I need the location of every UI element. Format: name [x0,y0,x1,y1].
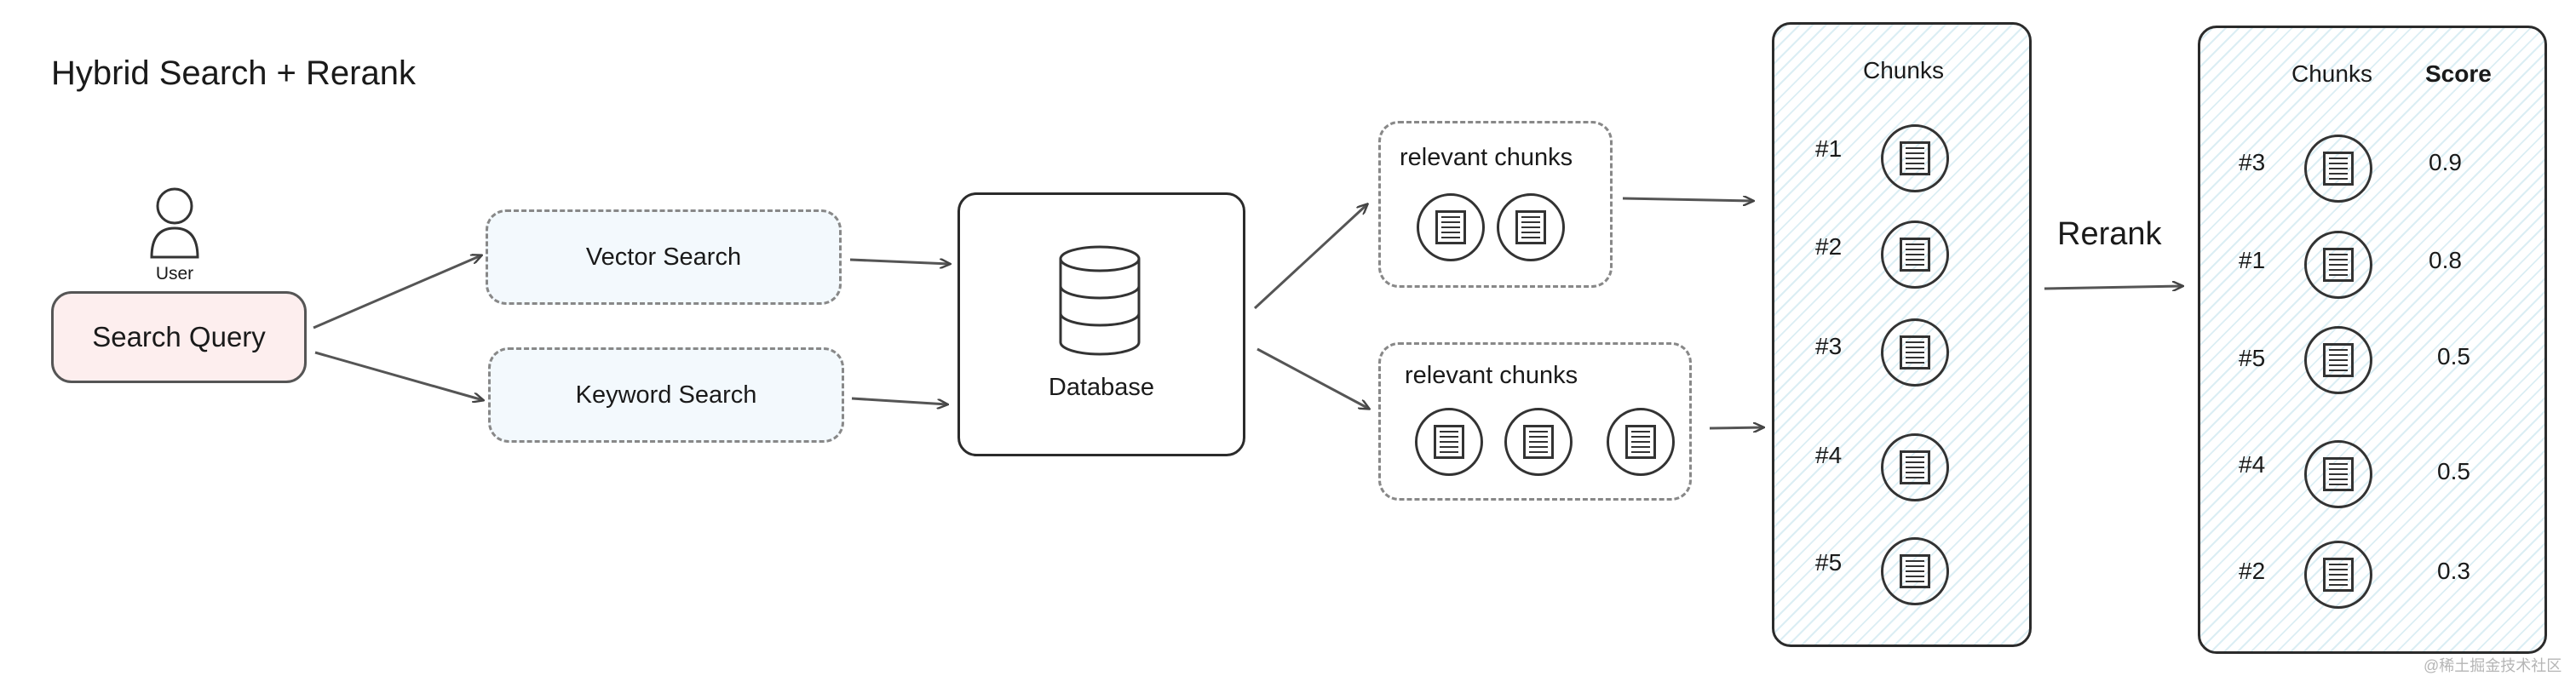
keyword-search-box: Keyword Search [488,347,844,443]
database-box: Database [957,192,1245,456]
document-icon [2323,558,2354,592]
ranked-score: 0.9 [2429,149,2462,175]
chunk-id: #1 [1815,135,1843,162]
chunk-id: #3 [1815,333,1843,359]
document-icon [1435,210,1466,244]
reranked-chunks-header: Chunks [2291,60,2372,87]
chunk-id: #5 [1815,549,1843,576]
chunk-circle [2304,326,2372,394]
chunk-circle [1607,408,1675,476]
chunk-circle [1415,408,1483,476]
document-icon [1625,425,1656,459]
relevant-chunks-bottom-label: relevant chunks [1405,362,1578,389]
arrow-keyword-to-db [851,397,947,404]
document-icon [1434,425,1464,459]
chunks-header: Chunks [1863,57,1944,83]
ranked-score: 0.5 [2437,458,2470,484]
chunk-circle [1881,537,1949,605]
arrow-db-to-relevant-top [1253,204,1367,310]
chunk-circle [2304,541,2372,609]
chunk-circle [1881,318,1949,387]
arrow-rerank [2044,286,2182,289]
keyword-search-label: Keyword Search [575,381,757,409]
document-icon [1523,425,1554,459]
ranked-chunk-id: #1 [2239,247,2266,273]
chunk-circle [1881,124,1949,192]
ranked-chunk-id: #4 [2239,451,2266,478]
ranked-chunk-id: #2 [2239,558,2266,584]
chunk-circle [1504,408,1573,476]
database-icon [1059,245,1141,356]
relevant-chunks-bottom-box: relevant chunks [1378,342,1692,501]
document-icon [2323,152,2354,186]
ranked-score: 0.5 [2437,343,2470,370]
chunk-circle [2304,440,2372,508]
vector-search-label: Vector Search [585,243,742,271]
document-icon [1900,238,1930,272]
document-icon [2323,248,2354,282]
document-icon [1515,210,1546,244]
diagram-title: Hybrid Search + Rerank [51,54,416,92]
arrow-vector-to-db [849,260,950,264]
document-icon [1900,335,1930,370]
rerank-label: Rerank [2057,216,2162,252]
arrow-relevant-top-to-chunks [1622,198,1753,201]
document-icon [1900,450,1930,484]
reranked-list: #3 0.9 #1 0.8 #5 0.5 #4 0.5 #2 0.3 [2200,28,2544,651]
watermark: @稀土掘金技术社区 [2424,657,2562,674]
user-label: User [155,264,194,284]
ranked-score: 0.8 [2429,247,2462,273]
chunk-id: #2 [1815,233,1843,260]
chunk-circle [2304,231,2372,299]
arrow-relevant-bottom-to-chunks [1709,427,1763,428]
document-icon [2323,457,2354,491]
arrow-query-to-keyword [314,351,483,400]
chunk-circle [1497,193,1565,261]
chunk-circle [1881,433,1949,501]
document-icon [2323,343,2354,377]
ranked-score: 0.3 [2437,558,2470,584]
chunks-panel: Chunks #1 #2 #3 #4 #5 [1772,22,2032,647]
chunks-list: #1 #2 #3 #4 #5 [1774,25,2029,644]
ranked-chunk-id: #5 [2239,345,2266,371]
chunk-circle [1881,221,1949,289]
ranked-chunk-id: #3 [2239,149,2266,175]
relevant-chunks-top-box: relevant chunks [1378,121,1613,288]
arrow-query-to-vector [313,255,481,329]
reranked-panel: Chunks Score #3 0.9 #1 0.8 #5 0.5 #4 0.5… [2198,26,2547,654]
chunk-circle [1417,193,1485,261]
database-label: Database [1048,374,1155,401]
document-icon [1900,554,1930,588]
search-query-label: Search Query [92,321,266,352]
arrow-db-to-relevant-bottom [1256,347,1369,409]
relevant-chunks-top-label: relevant chunks [1400,144,1573,171]
chunk-circle [2304,135,2372,203]
vector-search-box: Vector Search [486,209,842,305]
search-query-box: Search Query [51,291,307,383]
score-header: Score [2425,60,2492,87]
chunk-id: #4 [1815,442,1843,468]
document-icon [1900,141,1930,175]
user-icon [150,187,199,259]
